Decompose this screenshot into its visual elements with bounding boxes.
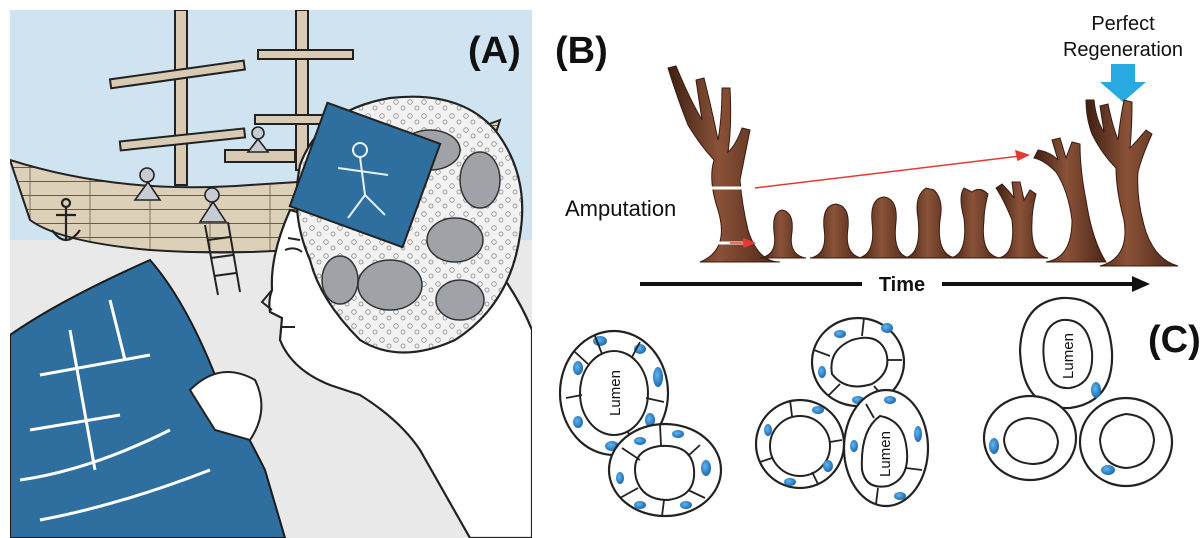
- regeneration-stage-6: [996, 182, 1048, 258]
- cell-3b: [984, 396, 1076, 480]
- amputation-label: Amputation: [565, 196, 676, 221]
- regeneration-stage-3: [858, 197, 910, 258]
- panel-a-illustration: [10, 10, 532, 538]
- cell-3c: [1080, 398, 1172, 486]
- panel-c-label: (C): [1148, 319, 1200, 361]
- original-limb: [668, 66, 780, 262]
- time-label: Time: [879, 274, 925, 296]
- cell-cluster-1: Lumen: [560, 331, 721, 516]
- cell-2c: Lumen: [844, 390, 928, 506]
- cell-cluster-3: Lumen: [984, 298, 1172, 486]
- regeneration-stage-5: [950, 188, 1000, 258]
- cell-2b: [756, 400, 844, 488]
- cell-3a-lumen-label: Lumen: [1060, 333, 1077, 379]
- cell-3a: Lumen: [1020, 298, 1112, 408]
- regeneration-stage-7: [1034, 138, 1106, 262]
- cell-cluster-2: Lumen: [756, 318, 928, 506]
- cell-3c-nucleus: [1101, 465, 1115, 475]
- regenerated-limb: [1086, 100, 1178, 266]
- cell-3b-nucleus: [989, 438, 999, 454]
- regeneration-stages: [760, 138, 1106, 262]
- perfect-regeneration-label-line2: Regeneration: [1063, 39, 1183, 61]
- cell-1a-lumen-label: Lumen: [607, 370, 624, 416]
- perfect-regeneration-arrow-icon: [1100, 64, 1146, 102]
- panel-b-label: (B): [555, 30, 608, 72]
- cell-3a-nucleus: [1091, 382, 1101, 398]
- regeneration-stage-2: [810, 204, 862, 258]
- perfect-regeneration-label-line1: Perfect: [1091, 13, 1155, 35]
- panel-a-label: (A): [468, 30, 521, 72]
- cell-1b: [609, 424, 721, 516]
- cell-2c-lumen-label: Lumen: [877, 431, 894, 477]
- regeneration-stage-4: [904, 188, 956, 258]
- regeneration-stage-1: [760, 210, 806, 258]
